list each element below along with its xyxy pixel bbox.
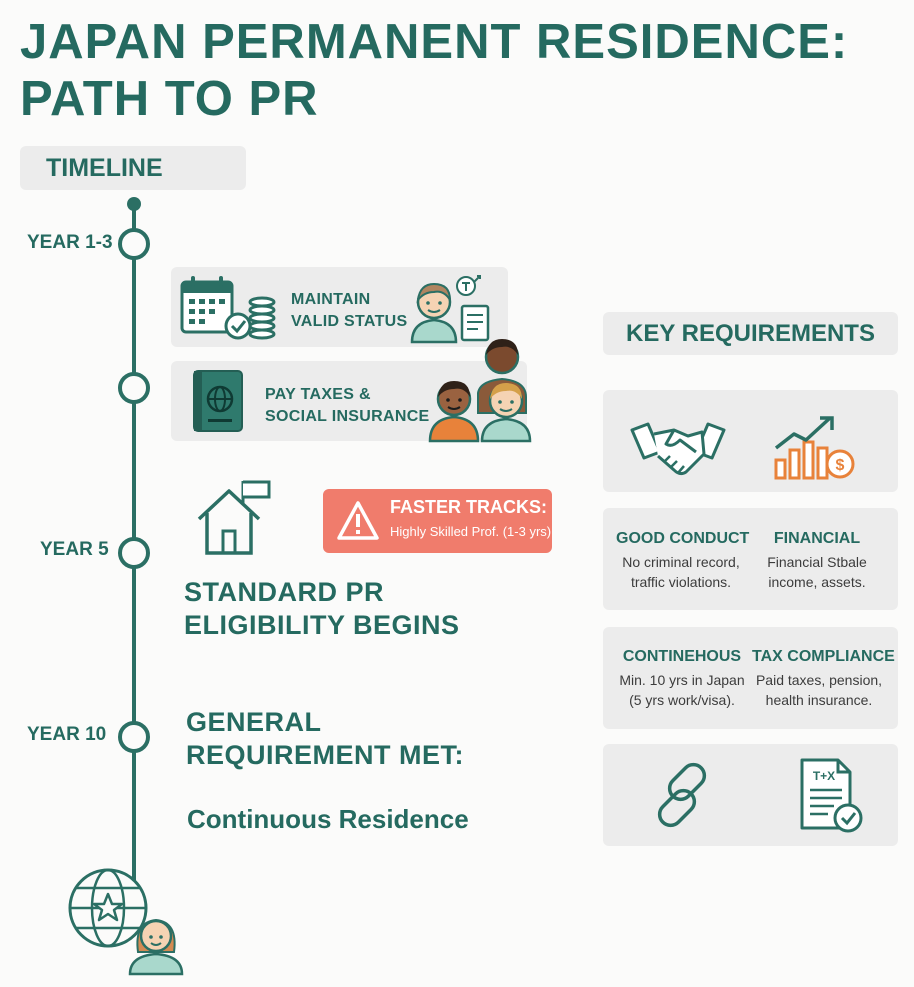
- step-valid-status-text: MAINTAIN VALID STATUS: [291, 289, 407, 333]
- financial-title: FINANCIAL: [773, 530, 861, 547]
- timeline-node-year-10: [118, 721, 150, 753]
- people-group-icon: [428, 339, 532, 443]
- svg-text:$: $: [836, 457, 845, 474]
- good-conduct-desc-line2: traffic violations.: [630, 574, 732, 590]
- timeline-node-year-1-3: [118, 228, 150, 260]
- globe-person-icon: [68, 868, 184, 976]
- tax-compliance-desc: Paid taxes, pension, health insurance.: [752, 670, 886, 710]
- page-title-line2: PATH TO PR: [20, 72, 319, 126]
- requirements-card-conduct-financial: [603, 508, 898, 610]
- financial-desc-line1: Financial Stbale: [767, 554, 867, 570]
- timeline-heading: TIMELINE: [20, 146, 246, 190]
- passport-icon: [193, 370, 243, 432]
- financial-desc-line2: income, assets.: [768, 574, 866, 590]
- eligibility-line2: ELIGIBILITY BEGINS: [184, 610, 460, 640]
- continuous-title: CONTINEHOUS: [622, 648, 742, 665]
- house-flag-icon: [197, 480, 271, 555]
- good-conduct-desc: No criminal record, traffic violations.: [616, 552, 746, 592]
- good-conduct-title: GOOD CONDUCT: [616, 530, 750, 547]
- year-label-1-3: YEAR 1-3: [27, 232, 113, 253]
- page-title-line1: JAPAN PERMANENT RESIDENCE:: [20, 15, 849, 69]
- eligibility-line1: STANDARD PR: [184, 577, 384, 607]
- person-document-icon: [410, 275, 490, 344]
- tax-compliance-title: TAX COMPLIANCE: [752, 648, 895, 665]
- general-requirement-text: GENERAL REQUIREMENT MET:: [186, 706, 464, 772]
- step-taxes-line1: PAY TAXES &: [265, 386, 371, 403]
- handshake-icon: [630, 422, 726, 476]
- page-title: JAPAN PERMANENT RESIDENCE: PATH TO PR: [20, 14, 900, 128]
- step-valid-status-line2: VALID STATUS: [291, 313, 408, 330]
- requirements-card-residence-tax: [603, 627, 898, 729]
- faster-tracks-subtitle: Highly Skilled Prof. (1-3 yrs): [390, 524, 552, 539]
- tax-document-label: T+X: [813, 769, 835, 783]
- faster-tracks-alert: [323, 489, 552, 553]
- warning-icon: [337, 501, 379, 540]
- general-line2: REQUIREMENT MET:: [186, 740, 464, 770]
- tax-document-icon: T+X: [800, 758, 863, 833]
- good-conduct-desc-line1: No criminal record,: [622, 554, 740, 570]
- growth-chart-icon: $: [774, 416, 855, 480]
- step-taxes-line2: SOCIAL INSURANCE: [265, 408, 430, 425]
- timeline-node-taxes: [118, 372, 150, 404]
- calendar-coins-icon: [180, 276, 276, 340]
- general-line1: GENERAL: [186, 707, 322, 737]
- financial-desc: Financial Stbale income, assets.: [752, 552, 882, 592]
- year-label-5: YEAR 5: [40, 539, 109, 560]
- step-taxes-text: PAY TAXES & SOCIAL INSURANCE: [265, 384, 430, 428]
- year-label-10: YEAR 10: [27, 724, 107, 745]
- tax-compliance-desc-line1: Paid taxes, pension,: [755, 672, 883, 688]
- tax-compliance-desc-line2: health insurance.: [765, 692, 873, 708]
- eligibility-text: STANDARD PR ELIGIBILITY BEGINS: [184, 576, 460, 642]
- continuous-desc-line2: (5 yrs work/visa).: [629, 692, 735, 708]
- faster-tracks-title: FASTER TRACKS:: [390, 497, 547, 517]
- timeline-start-dot: [127, 197, 141, 211]
- timeline-node-year-5: [118, 537, 150, 569]
- continuous-residence-text: Continuous Residence: [187, 804, 469, 834]
- continuous-desc-line1: Min. 10 yrs in Japan: [619, 672, 745, 688]
- key-requirements-heading: KEY REQUIREMENTS: [603, 312, 898, 355]
- chain-link-icon: [657, 762, 707, 828]
- step-valid-status-line1: MAINTAIN: [291, 291, 371, 308]
- continuous-desc: Min. 10 yrs in Japan (5 yrs work/visa).: [612, 670, 752, 710]
